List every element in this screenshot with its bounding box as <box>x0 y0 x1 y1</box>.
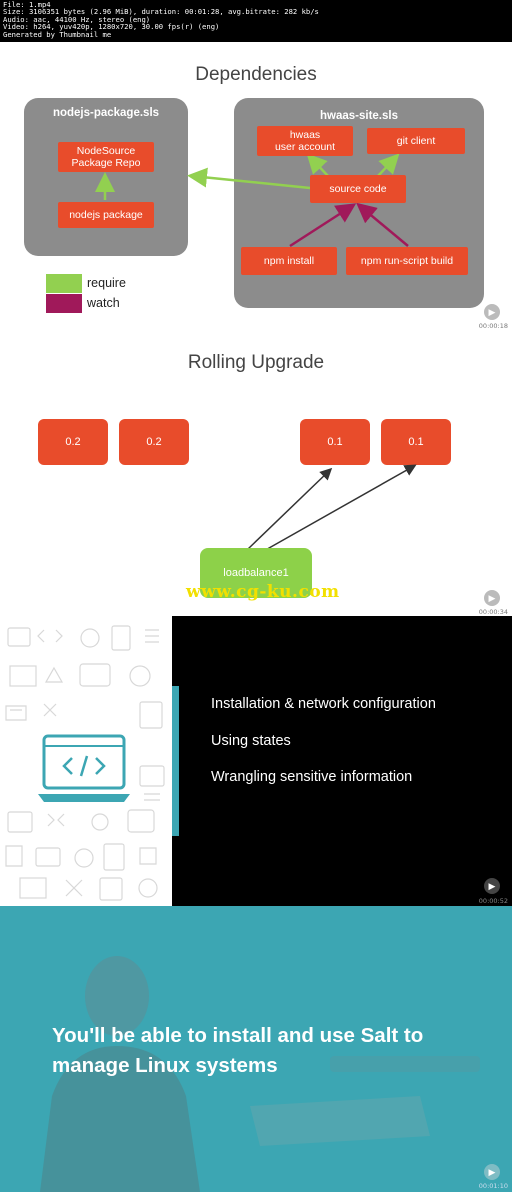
hwaas-user-box: hwaas user account <box>257 126 353 156</box>
pluralsight-logo-icon: ▶ <box>484 590 500 606</box>
closing-headline: You'll be able to install and use Salt t… <box>52 1024 424 1077</box>
npm-build-box: npm run-script build <box>346 247 468 275</box>
traffic-arrow <box>247 467 333 550</box>
file-info-line: Size: 3106351 bytes (2.96 MiB), duration… <box>3 7 319 17</box>
file-info-line: File: 1.mp4 <box>3 0 51 9</box>
file-info-line: Generated by Thumbnail me <box>3 29 112 39</box>
topic-item: Wrangling sensitive information <box>211 769 413 785</box>
pluralsight-logo-icon: ▶ <box>484 1164 500 1180</box>
slide-title: Dependencies <box>195 64 317 85</box>
code-laptop-icon <box>38 734 130 802</box>
legend-require-label: require <box>87 276 126 290</box>
video-timestamp: 00:00:52 <box>478 897 508 905</box>
legend-watch-swatch <box>46 294 82 313</box>
require-arrow <box>306 153 329 177</box>
closing-slide: You'll be able to install and use Salt t… <box>0 906 512 1192</box>
legend-watch-label: watch <box>87 296 120 310</box>
git-client-box: git client <box>367 128 465 154</box>
group-title: hwaas-site.sls <box>320 110 398 122</box>
topic-item: Using states <box>211 733 291 749</box>
file-info-line: Audio: aac, 44100 Hz, stereo (eng) <box>3 14 151 24</box>
server-box: 0.1 <box>300 419 370 465</box>
source-code-box: source code <box>310 175 406 203</box>
dependency-arrows <box>95 153 409 248</box>
nodejs-package-box: nodejs package <box>58 202 154 228</box>
video-timestamp: 00:01:10 <box>478 1182 508 1190</box>
nodesource-repo-box: NodeSource Package Repo <box>58 142 154 172</box>
rolling-upgrade-slide: Rolling Upgrade 0.2 0.2 0.1 0.1 loadbala… <box>0 332 512 616</box>
presenter-photo <box>40 956 480 1192</box>
file-info-line: Video: h264, yuv420p, 1280x720, 30.00 fp… <box>3 22 220 32</box>
server-box: 0.2 <box>38 419 108 465</box>
slide-title: Rolling Upgrade <box>187 352 325 373</box>
watermark-text: www.cg-ku.com <box>186 582 340 602</box>
icon-pattern-background <box>0 616 172 906</box>
loadbalancer-box: loadbalance1 <box>200 548 312 598</box>
video-timestamp: 00:00:34 <box>478 608 508 616</box>
server-box: 0.2 <box>119 419 189 465</box>
file-info-header: File: 1.mp4 Size: 3106351 bytes (2.96 Mi… <box>0 0 512 42</box>
group-title: nodejs-package.sls <box>52 107 160 119</box>
require-arrow <box>187 167 311 190</box>
dependencies-slide: Dependencies nodejs-package.sls hwaas-si… <box>0 42 512 332</box>
topics-slide: Installation & network configuration Usi… <box>0 616 512 906</box>
require-arrow <box>377 153 400 177</box>
loadbalancer-arrows <box>247 464 417 553</box>
pluralsight-logo-icon: ▶ <box>484 304 500 320</box>
accent-stripe <box>172 686 179 836</box>
doodle-pattern <box>5 625 165 901</box>
pluralsight-logo-icon: ▶ <box>484 878 500 894</box>
watch-arrow <box>356 202 409 247</box>
legend-require-swatch <box>46 274 82 293</box>
video-timestamp: 00:00:18 <box>478 322 508 330</box>
traffic-arrow <box>261 464 417 553</box>
server-box: 0.1 <box>381 419 451 465</box>
topic-item: Installation & network configuration <box>211 696 436 712</box>
watch-arrow <box>289 203 357 248</box>
npm-install-box: npm install <box>241 247 337 275</box>
